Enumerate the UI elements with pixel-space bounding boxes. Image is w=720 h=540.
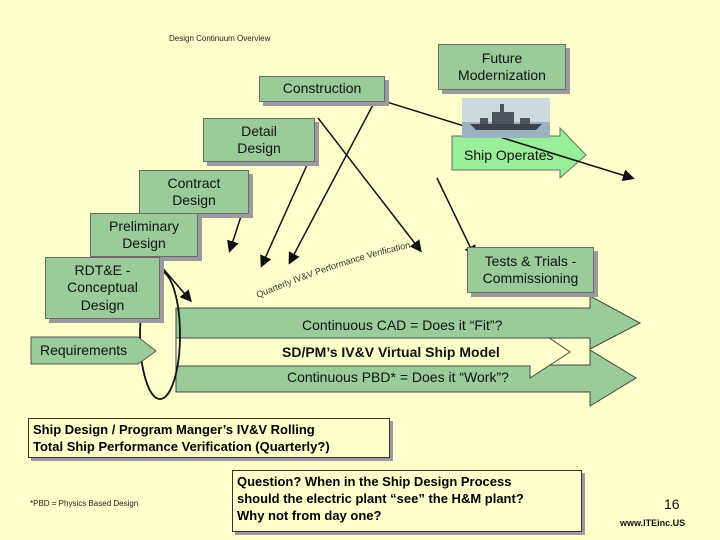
pbd-footnote: *PBD = Physics Based Design (30, 499, 138, 508)
curve-text: Quarterly IV&V Performance Verification (255, 240, 411, 300)
ship-image (462, 98, 550, 138)
cad-arrow-label: Continuous CAD = Does it “Fit”? (302, 317, 502, 333)
stage-tests-trials: Tests & Trials - Commissioning (467, 247, 594, 293)
requirements-label: Requirements (40, 342, 127, 358)
website-link[interactable]: www.ITEinc.US (620, 518, 685, 528)
ship-icon (462, 98, 550, 138)
question-note: Question? When in the Ship Design Proces… (232, 470, 582, 532)
page-title: Design Continuum Overview (169, 34, 270, 43)
connector-line (437, 178, 474, 255)
stage-ship-operates: Ship Operates (464, 147, 554, 163)
stage-rdte-conceptual: RDT&E - Conceptual Design (45, 257, 160, 319)
stage-contract-design: Contract Design (139, 170, 249, 214)
stage-construction: Construction (259, 76, 385, 102)
stage-preliminary-design: Preliminary Design (90, 213, 198, 257)
stage-detail-design: Detail Design (203, 118, 315, 162)
stage-future-modernization: Future Modernization (438, 44, 566, 90)
connector-line (318, 118, 420, 250)
rolling-verification-note: Ship Design / Program Manger’s IV&V Roll… (28, 418, 390, 458)
connector-line (262, 145, 316, 265)
pbd-arrow-label: Continuous PBD* = Does it “Work”? (287, 369, 509, 385)
page-number: 16 (664, 496, 680, 512)
virtual-model-label: SD/PM’s IV&V Virtual Ship Model (282, 344, 500, 360)
